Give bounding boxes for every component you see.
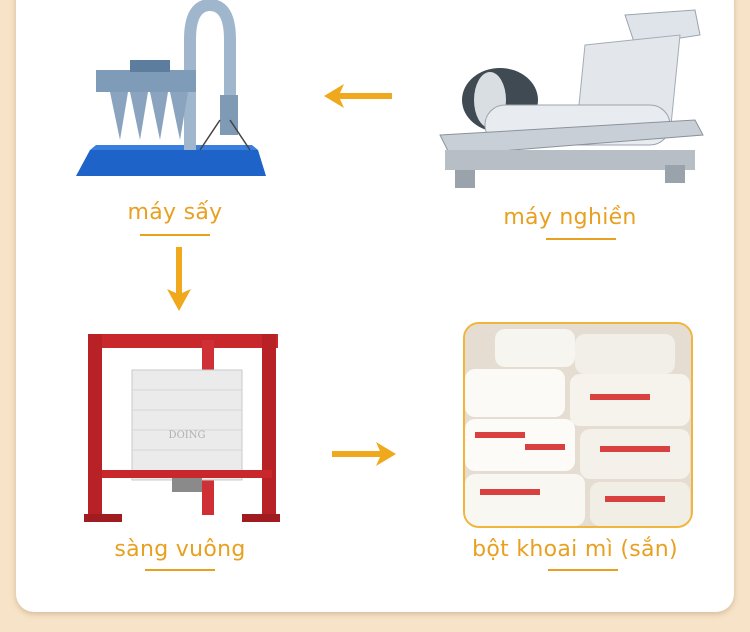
sieve-watermark: DOING — [169, 430, 206, 441]
arrow-dryer-to-sieve — [167, 247, 191, 311]
flour-label-underline — [548, 569, 618, 571]
arrow-grinder-to-dryer — [324, 84, 392, 108]
arrow-sieve-to-flour — [332, 442, 396, 466]
grinder-label: máy nghiền — [503, 205, 637, 230]
grinder-label-underline — [546, 238, 616, 240]
square-sieve-image: DOING — [84, 334, 280, 522]
sieve-label-underline — [145, 569, 215, 571]
dryer-label-underline — [140, 234, 210, 236]
cyclone-dryer-image — [76, 0, 266, 176]
flour-label: bột khoai mì (sắn) — [472, 537, 678, 562]
sieve-label: sàng vuông — [114, 537, 246, 562]
dryer-label: máy sấy — [127, 200, 223, 225]
hammer-mill-image — [439, 9, 704, 188]
flour-bags-image — [463, 322, 693, 528]
